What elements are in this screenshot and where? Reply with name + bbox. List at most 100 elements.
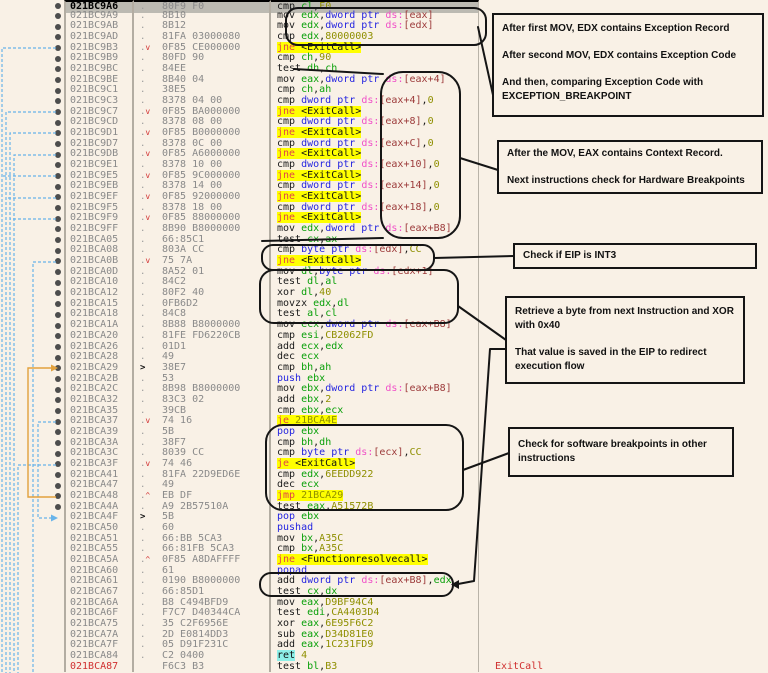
breakpoint-dot[interactable] [55,429,61,436]
breakpoint-dot[interactable] [55,215,61,222]
jump-pane-cell [0,523,64,534]
bytes-cell: 53 [158,373,271,385]
breakpoint-dot[interactable] [55,322,61,329]
breakpoint-dot[interactable] [55,130,61,137]
breakpoint-dot[interactable] [55,354,61,361]
breakpoint-dot[interactable] [55,301,61,308]
address-cell: 021BCA2C [64,383,134,395]
jump-pane-cell [0,630,64,641]
breakpoint-dot[interactable] [55,13,61,20]
instruction-text: mov bx,A35C [277,532,344,544]
breakpoint-dot[interactable] [55,3,61,10]
marker-cell: . [140,21,146,32]
address-cell: 021BCA26 [64,341,134,353]
breakpoint-dot[interactable] [55,109,61,116]
breakpoint-dot[interactable] [55,66,61,73]
breakpoint-dot[interactable] [55,290,61,297]
jump-pane-cell [0,459,64,470]
breakpoint-dot[interactable] [55,311,61,318]
marker-cell: .^ [140,490,151,501]
jump-pane-cell [0,352,64,363]
breakpoint-dot[interactable] [55,237,61,244]
breakpoint-dot[interactable] [55,205,61,212]
breakpoint-dot[interactable] [55,151,61,158]
jump-pane-cell [0,619,64,630]
breakpoint-dot[interactable] [55,173,61,180]
breakpoint-dot[interactable] [55,98,61,105]
marker-cell: .v [140,458,151,469]
breakpoint-dot[interactable] [55,162,61,169]
breakpoint-dot[interactable] [55,333,61,340]
breakpoint-dot[interactable] [55,226,61,233]
breakpoint-dot[interactable] [55,77,61,84]
breakpoint-dot[interactable] [55,258,61,265]
comment-cell [479,630,768,641]
bytes-cell: 0F85 A8DAFFFF [158,554,271,566]
breakpoint-dot[interactable] [55,279,61,286]
breakpoint-dot[interactable] [55,343,61,350]
breakpoint-dot[interactable] [55,87,61,94]
breakpoint-dot[interactable] [55,493,61,500]
breakpoint-dot[interactable] [55,45,61,52]
breakpoint-dot[interactable] [55,194,61,201]
address-cell: 021BCA32 [64,394,134,406]
comment-cell [479,480,768,491]
breakpoint-dot[interactable] [55,439,61,446]
breakpoint-dot[interactable] [55,503,61,510]
jump-pane-cell [0,171,64,182]
jump-up-marker: ^ [145,490,151,500]
breakpoint-dot[interactable] [55,418,61,425]
breakpoint-dot[interactable] [55,471,61,478]
breakpoint-dot[interactable] [55,34,61,41]
breakpoint-dot[interactable] [55,247,61,254]
breakpoint-dot[interactable] [55,269,61,276]
breakpoint-dot[interactable] [55,23,61,30]
breakpoint-dot[interactable] [55,183,61,190]
breakpoint-dot[interactable] [55,386,61,393]
breakpoint-dot[interactable] [55,482,61,489]
instruction-text: cmp byte ptr ds:[edx],CC [277,244,422,256]
marker-cell: . [140,437,146,448]
breakpoint-dot[interactable] [55,375,61,382]
jump-pane-cell [0,309,64,320]
breakpoint-dot[interactable] [55,55,61,62]
breakpoint-dot[interactable] [55,365,61,372]
breakpoint-dot[interactable] [55,119,61,126]
breakpoint-dot[interactable] [55,397,61,404]
address-cell: 021BC9EF [64,191,134,203]
breakpoint-dot[interactable] [55,141,61,148]
breakpoint-dot[interactable] [55,461,61,468]
comment-cell [479,523,768,534]
breakpoint-dot[interactable] [55,450,61,457]
annotation-box-int3-check: Check if EIP is INT3 [513,243,757,269]
breakpoint-dot[interactable] [55,407,61,414]
instruction-text: test edi,CA4403D4 [277,607,380,619]
